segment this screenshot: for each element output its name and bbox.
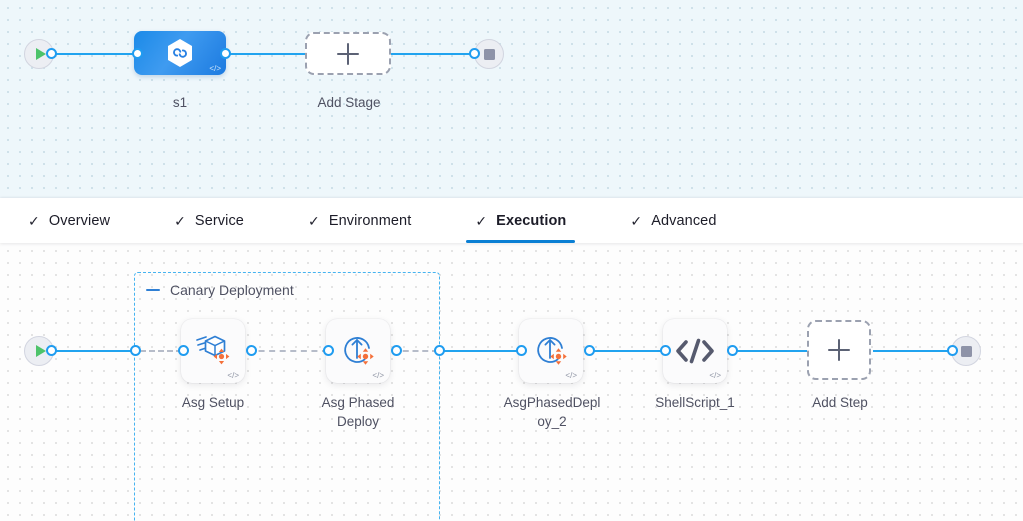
connector-dot-step4-left[interactable] bbox=[660, 345, 671, 356]
asg-setup-icon bbox=[193, 331, 233, 371]
connector-dot-group-right[interactable] bbox=[434, 345, 445, 356]
code-badge-icon: </> bbox=[372, 371, 384, 380]
tab-label: Environment bbox=[328, 212, 412, 229]
connector-dashed-1 bbox=[140, 350, 182, 352]
check-icon: ✓ bbox=[28, 212, 40, 229]
tab-label: Service bbox=[194, 212, 244, 229]
step-node-asg-phased-deploy-2[interactable]: </> bbox=[519, 319, 583, 383]
add-step-button[interactable] bbox=[807, 320, 871, 380]
stage-node-s1[interactable]: </> bbox=[134, 31, 226, 75]
step-label-line1: AsgPhasedDepl bbox=[503, 395, 601, 410]
stop-square-icon bbox=[960, 345, 972, 357]
connector-dot-step1-right[interactable] bbox=[246, 345, 257, 356]
execution-end-node[interactable] bbox=[951, 336, 981, 366]
connector-dot-exec-start[interactable] bbox=[46, 345, 57, 356]
step-label-asg-setup: Asg Setup bbox=[181, 395, 245, 410]
code-badge-icon: </> bbox=[227, 371, 239, 380]
connector-group-to-step3 bbox=[440, 350, 520, 352]
tab-label: Overview bbox=[48, 212, 111, 229]
step-label-line2: oy_2 bbox=[537, 414, 567, 429]
connector-dot-start[interactable] bbox=[46, 48, 57, 59]
code-badge-icon: </> bbox=[565, 371, 577, 380]
plus-icon bbox=[337, 42, 359, 65]
step-group-title: Canary Deployment bbox=[170, 282, 294, 298]
step-node-shellscript-1[interactable]: </> bbox=[663, 319, 727, 383]
connector-dot-step2-left[interactable] bbox=[323, 345, 334, 356]
execution-step-canvas[interactable]: Canary Deployment bbox=[0, 243, 1023, 521]
connector-addstage-to-end bbox=[388, 53, 483, 55]
connector-start-to-stage bbox=[48, 53, 138, 55]
stage-tabs: ✓ Overview ✓ Service ✓ Environment ✓ Exe… bbox=[0, 198, 1023, 243]
connector-dot-step2-right[interactable] bbox=[391, 345, 402, 356]
step-group-canary-deployment[interactable] bbox=[134, 272, 440, 521]
tab-overview[interactable]: ✓ Overview bbox=[22, 198, 116, 243]
play-icon bbox=[35, 345, 46, 357]
check-icon: ✓ bbox=[174, 212, 186, 229]
asg-rolling-icon bbox=[531, 331, 571, 371]
connector-dashed-2 bbox=[248, 350, 328, 352]
step-node-asg-phased-deploy[interactable]: </> bbox=[326, 319, 390, 383]
tab-execution[interactable]: ✓ Execution bbox=[466, 198, 576, 243]
step-node-asg-setup[interactable]: </> bbox=[181, 319, 245, 383]
pipeline-start-node[interactable] bbox=[24, 39, 54, 69]
stop-square-icon bbox=[483, 48, 495, 60]
connector-dashed-3 bbox=[393, 350, 438, 352]
tab-label: Execution bbox=[496, 212, 567, 229]
add-stage-label: Add Stage bbox=[317, 95, 381, 110]
code-badge-icon: </> bbox=[709, 371, 721, 380]
connector-dot-step1-left[interactable] bbox=[178, 345, 189, 356]
play-icon bbox=[35, 48, 46, 60]
tab-advanced[interactable]: ✓ Advanced bbox=[624, 198, 722, 243]
step-label-asg-phased-deploy: Asg Phased Deploy bbox=[298, 393, 418, 431]
check-icon: ✓ bbox=[475, 212, 488, 229]
step-label-asg-phased-deploy-2: AsgPhasedDepl oy_2 bbox=[489, 393, 615, 431]
stage-label-s1: s1 bbox=[172, 95, 188, 110]
tab-environment[interactable]: ✓ Environment bbox=[302, 198, 417, 243]
asg-rolling-icon bbox=[338, 331, 378, 371]
connector-start-to-group bbox=[48, 350, 138, 352]
connector-stage-to-addstage bbox=[220, 53, 310, 55]
connector-dot-step3-right[interactable] bbox=[584, 345, 595, 356]
step-group-header[interactable]: Canary Deployment bbox=[146, 282, 294, 298]
connector-addstep-to-end bbox=[873, 350, 958, 352]
check-icon: ✓ bbox=[307, 212, 320, 229]
hexagon-link-icon bbox=[165, 37, 195, 69]
connector-dot-end[interactable] bbox=[469, 48, 480, 59]
connector-step3-to-step4 bbox=[586, 350, 666, 352]
connector-dot-step4-right[interactable] bbox=[727, 345, 738, 356]
connector-dot-stage-left[interactable] bbox=[132, 48, 143, 59]
step-label-line1: Asg Phased bbox=[321, 395, 395, 410]
tab-service[interactable]: ✓ Service bbox=[168, 198, 250, 243]
plus-icon bbox=[828, 339, 850, 361]
shell-script-icon bbox=[674, 336, 716, 366]
add-stage-button[interactable] bbox=[305, 32, 391, 75]
code-badge-icon: </> bbox=[209, 64, 221, 73]
add-step-label: Add Step bbox=[812, 395, 868, 410]
connector-dot-stage-right[interactable] bbox=[220, 48, 231, 59]
connector-step4-to-addstep bbox=[729, 350, 809, 352]
check-icon: ✓ bbox=[630, 212, 643, 229]
step-label-line2: Deploy bbox=[336, 414, 380, 429]
minus-icon[interactable] bbox=[146, 288, 160, 292]
pipeline-stage-canvas[interactable]: </> s1 Add Stage bbox=[0, 0, 1023, 198]
connector-dot-step3-left[interactable] bbox=[516, 345, 527, 356]
connector-dot-group-left[interactable] bbox=[130, 345, 141, 356]
step-label-shellscript-1: ShellScript_1 bbox=[655, 395, 735, 410]
connector-dot-exec-end[interactable] bbox=[947, 345, 958, 356]
tab-label: Advanced bbox=[651, 212, 717, 229]
